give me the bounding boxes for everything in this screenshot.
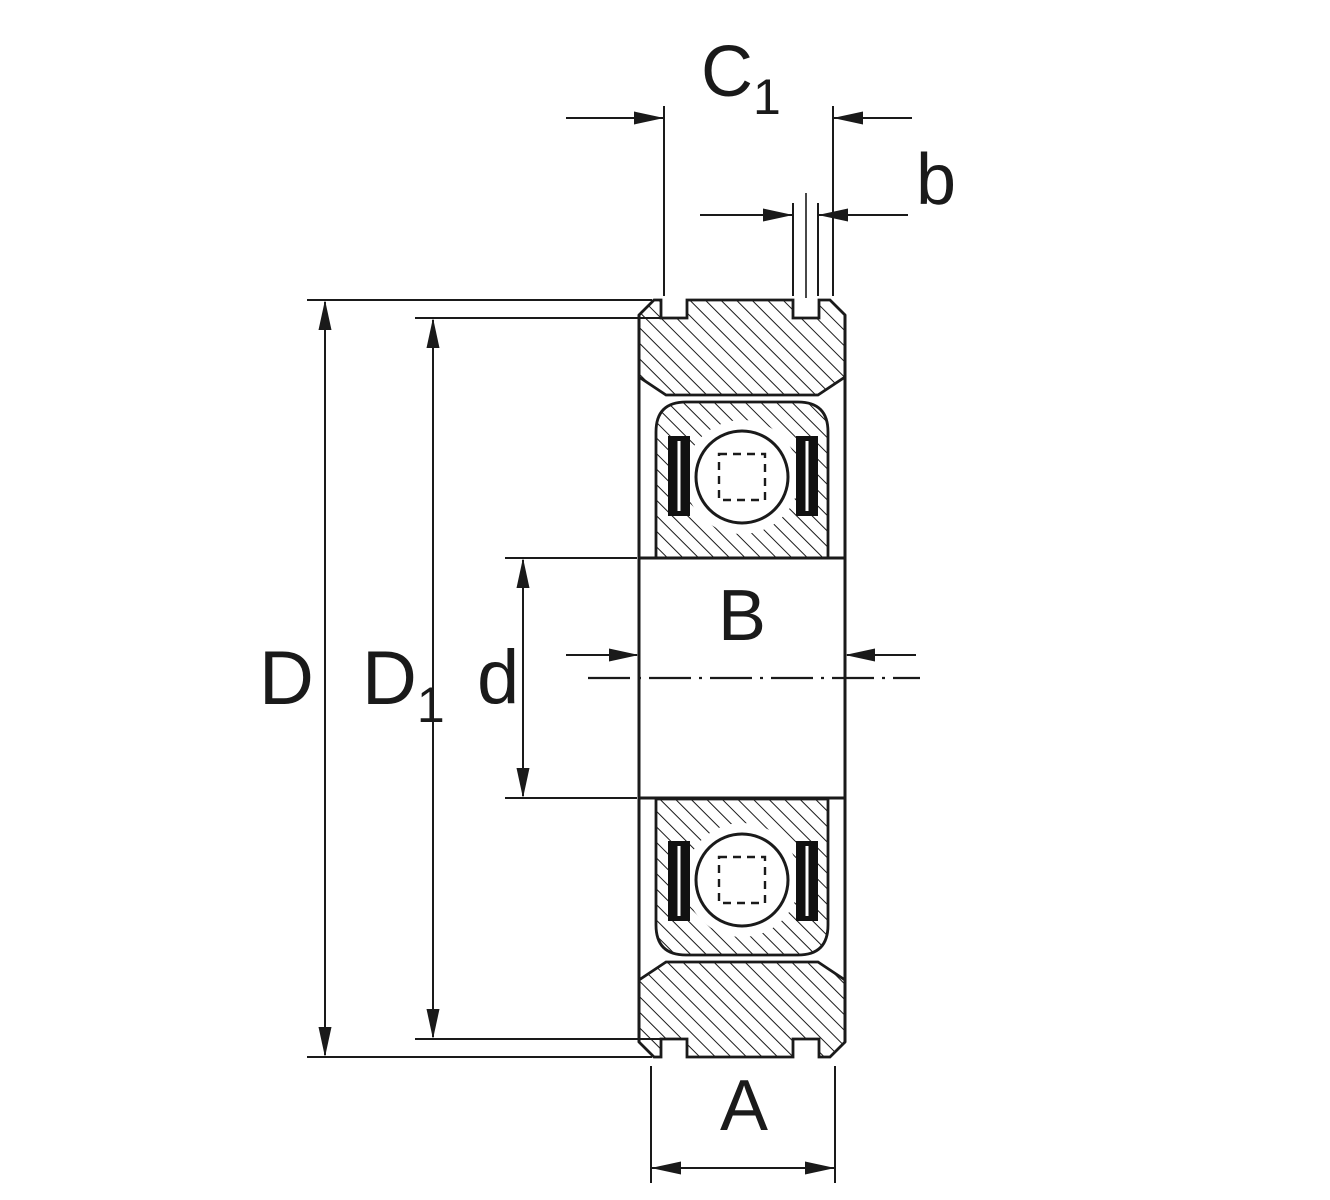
D1-arrowhead-top — [426, 318, 440, 348]
c1-label: C1 — [701, 32, 781, 125]
d-arrowhead-top — [516, 558, 530, 588]
dimension-d: d — [477, 557, 637, 799]
cage-pocket-top — [717, 452, 767, 502]
dimension-b: b — [700, 140, 956, 298]
ball-bottom — [694, 832, 790, 928]
D1-arrowhead-bottom — [426, 1009, 440, 1039]
cage-pocket-bottom — [717, 855, 767, 905]
D-arrowhead-top — [318, 300, 332, 330]
outer-ring-bottom-section — [637, 960, 847, 1059]
A-arrowhead-left — [651, 1161, 681, 1175]
A-label: A — [720, 1066, 768, 1146]
D-arrowhead-bottom — [318, 1027, 332, 1057]
B-label: B — [718, 576, 766, 656]
b-arrowhead-left — [763, 208, 793, 222]
A-arrowhead-right — [805, 1161, 835, 1175]
B-arrowhead-left — [609, 648, 639, 662]
dimension-D: D — [259, 299, 652, 1058]
d-label: d — [477, 635, 519, 720]
D-label: D — [259, 636, 314, 721]
b-arrowhead-right — [818, 208, 848, 222]
c1-arrowhead-right — [833, 111, 863, 125]
b-label: b — [916, 140, 956, 220]
ball-top — [694, 429, 790, 525]
dimension-c1: C1 — [566, 32, 912, 296]
D1-label: D1 — [362, 636, 445, 733]
B-arrowhead-right — [845, 648, 875, 662]
dimension-D1: D1 — [362, 317, 660, 1040]
dimension-A: A — [650, 1066, 836, 1183]
c1-arrowhead-left — [634, 111, 664, 125]
d-arrowhead-bottom — [516, 768, 530, 798]
dimension-B: B — [566, 576, 916, 662]
outer-ring-top-section — [637, 298, 847, 397]
